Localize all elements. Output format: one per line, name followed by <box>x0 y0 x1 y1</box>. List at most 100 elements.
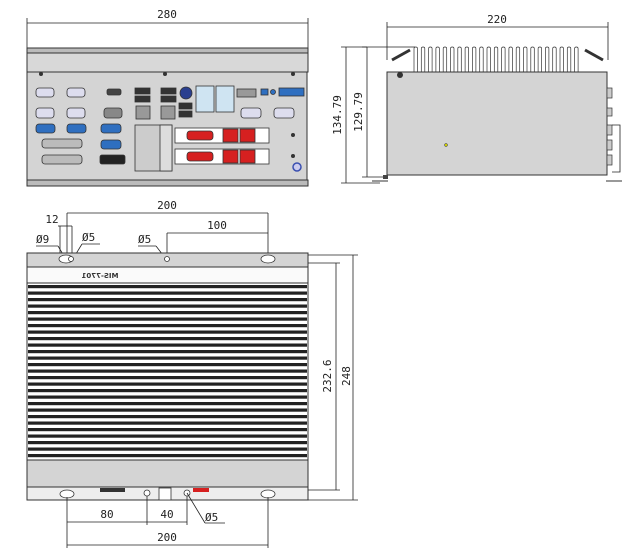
lan-port-red-icon <box>222 128 239 143</box>
fin-band <box>28 382 307 386</box>
offset-label: 12 <box>45 213 58 226</box>
fin-band <box>28 337 307 341</box>
parallel-port-icon <box>41 138 83 149</box>
fin-band <box>28 421 307 425</box>
hole-diameter-label-2: Ø5 <box>138 233 151 246</box>
fin <box>545 46 550 74</box>
fin <box>450 46 455 74</box>
power-port-red-icon <box>239 128 256 143</box>
fin-band <box>28 428 307 432</box>
keyhole-slot-icon <box>260 254 276 264</box>
fin <box>442 46 448 74</box>
com-port-blue-icon <box>35 123 56 134</box>
fin-band <box>28 298 307 302</box>
bottom-span-label: 200 <box>157 531 177 544</box>
mount-hole-icon <box>143 489 151 497</box>
fin-band <box>28 441 307 445</box>
com-port-blue-icon <box>100 123 122 134</box>
ps2-port-icon <box>179 86 193 100</box>
side-depth-label: 220 <box>487 13 507 26</box>
fin <box>566 46 572 74</box>
fin-band <box>28 356 307 360</box>
connector-side <box>606 87 613 99</box>
parallel-port-icon <box>41 154 83 165</box>
fin-band <box>28 415 307 419</box>
fin <box>413 46 418 74</box>
com-port-icon <box>240 107 262 119</box>
power-connector-icon <box>260 88 269 96</box>
terminal-block-icon <box>236 88 257 98</box>
fin-band <box>28 447 307 451</box>
inner-depth-label: 232.6 <box>321 359 334 392</box>
usb-port-icon <box>178 110 193 118</box>
side-height-outer-label: 134.79 <box>331 95 344 135</box>
bottom-80-label: 80 <box>100 508 113 521</box>
fin <box>472 46 477 74</box>
mount-hole-icon <box>68 256 74 262</box>
bottom-rear-flange <box>26 459 309 488</box>
fin-band <box>28 402 307 406</box>
rj45-port-icon <box>135 105 151 120</box>
com-port-icon <box>66 87 86 98</box>
vga-port-icon <box>103 107 123 119</box>
com-port-blue-icon <box>100 139 122 150</box>
usb-port-icon <box>134 95 151 103</box>
screw-icon <box>163 72 167 76</box>
com-port-icon <box>35 107 55 119</box>
fin-angled <box>584 48 604 62</box>
com-port-blue-icon <box>66 123 87 134</box>
top-span-label: 200 <box>157 199 177 212</box>
com-port-red-icon <box>186 130 214 141</box>
front-top-band <box>26 52 309 73</box>
fin-band <box>28 311 307 315</box>
hdmi-port-icon <box>106 88 122 96</box>
fin <box>574 46 579 74</box>
dio-connector-icon <box>278 87 305 97</box>
com-port-red-icon <box>186 151 214 162</box>
fin <box>428 46 433 74</box>
fin-band <box>28 317 307 321</box>
com-port-icon <box>66 107 86 119</box>
fin <box>486 46 491 74</box>
hole-diameter-label-1: Ø5 <box>82 231 95 244</box>
fin-band <box>28 363 307 367</box>
screw-icon <box>291 133 295 137</box>
dual-lan-port-icon <box>195 85 215 113</box>
fin <box>515 46 521 74</box>
keyhole-slot-icon <box>59 489 75 499</box>
model-label: MIS-7701 <box>81 272 118 280</box>
fin <box>479 46 484 74</box>
fin-band <box>28 369 307 373</box>
dual-lan-port-icon <box>215 85 235 113</box>
ground-terminal-icon <box>292 162 302 172</box>
fin-band <box>28 350 307 354</box>
fin-band <box>28 376 307 380</box>
fin-angled <box>391 48 411 62</box>
com-port-icon <box>35 87 55 98</box>
keyhole-slot-icon <box>260 489 276 499</box>
led-icon <box>270 89 276 95</box>
fin <box>464 46 469 74</box>
fin <box>530 46 535 74</box>
usb-port-icon <box>160 95 177 103</box>
usb-port-icon <box>178 102 193 110</box>
fin <box>420 46 426 74</box>
side-view: 220 129.79 134.79 <box>331 13 622 184</box>
fin-band <box>28 324 307 328</box>
fin-band <box>28 434 307 438</box>
side-height-inner-label: 129.79 <box>352 92 365 132</box>
connector-side <box>606 154 613 166</box>
fin-band <box>28 285 307 289</box>
fin <box>501 46 506 74</box>
fin <box>537 46 542 74</box>
screw-icon <box>397 72 403 78</box>
indicator-icon <box>444 143 448 147</box>
fin-band <box>28 343 307 347</box>
fin-band <box>28 395 307 399</box>
fin-band <box>28 330 307 334</box>
mount-hole-icon <box>164 256 170 262</box>
top-half-label: 100 <box>207 219 227 232</box>
screw-icon <box>291 154 295 158</box>
heatsink-fins <box>391 46 604 74</box>
